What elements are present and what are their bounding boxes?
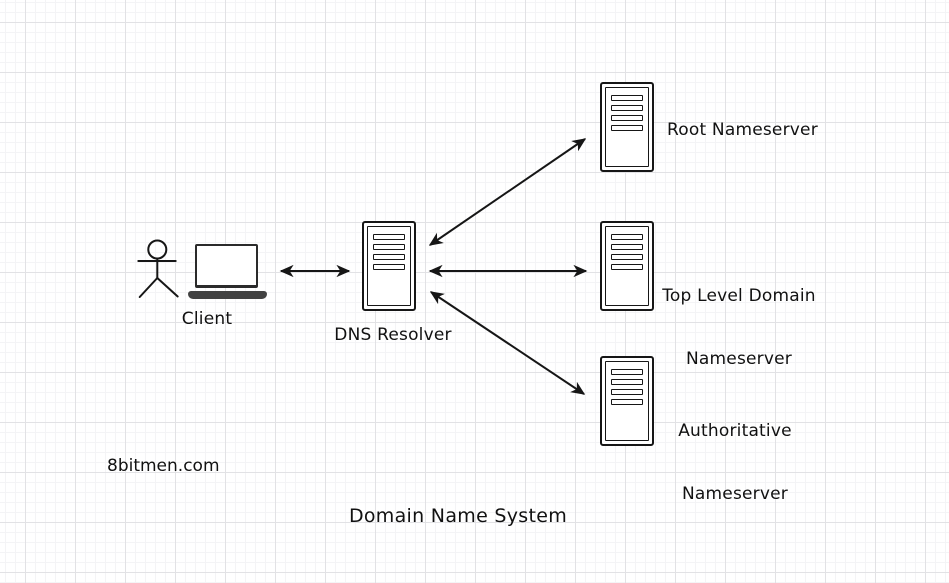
server-slot-icon	[611, 234, 643, 240]
server-slot-icon	[611, 379, 643, 385]
server-slot-icon	[611, 95, 643, 101]
authoritative-nameserver-label-line2: Nameserver	[682, 484, 788, 504]
root-nameserver-label: Root Nameserver	[667, 120, 818, 140]
laptop-screen-icon	[195, 244, 258, 288]
server-slot-icon	[373, 244, 405, 250]
tld-nameserver-label-line1: Top Level Domain	[662, 286, 816, 306]
server-icon-dns-resolver	[362, 221, 416, 311]
server-panel	[605, 87, 649, 167]
authoritative-nameserver-label-line1: Authoritative	[678, 421, 792, 441]
server-icon-root-nameserver	[600, 82, 654, 172]
client-label: Client	[181, 309, 233, 329]
person-icon	[137, 239, 179, 298]
server-slot-icon	[611, 105, 643, 111]
tld-nameserver-label: Top Level Domain Nameserver	[659, 244, 819, 412]
server-slot-icon	[373, 254, 405, 260]
server-icon-authoritative-nameserver	[600, 356, 654, 446]
edge-resolver-root-nameserver	[428, 138, 587, 246]
server-panel	[367, 226, 411, 306]
server-slot-icon	[611, 125, 643, 131]
server-slot-icon	[373, 234, 405, 240]
server-slot-icon	[611, 264, 643, 270]
dns-resolver-label: DNS Resolver	[334, 325, 452, 345]
server-icon-tld-nameserver	[600, 221, 654, 311]
server-slot-icon	[611, 389, 643, 395]
server-slot-icon	[611, 254, 643, 260]
server-panel	[605, 361, 649, 441]
server-slot-icon	[611, 244, 643, 250]
laptop-base-icon	[188, 291, 267, 299]
server-panel	[605, 226, 649, 306]
server-slot-icon	[373, 264, 405, 270]
server-slot-icon	[611, 399, 643, 405]
watermark: 8bitmen.com	[107, 456, 220, 476]
diagram-title: Domain Name System	[348, 505, 568, 527]
server-slot-icon	[611, 115, 643, 121]
server-slot-icon	[611, 369, 643, 375]
tld-nameserver-label-line2: Nameserver	[686, 349, 792, 369]
authoritative-nameserver-label: Authoritative Nameserver	[655, 379, 815, 547]
